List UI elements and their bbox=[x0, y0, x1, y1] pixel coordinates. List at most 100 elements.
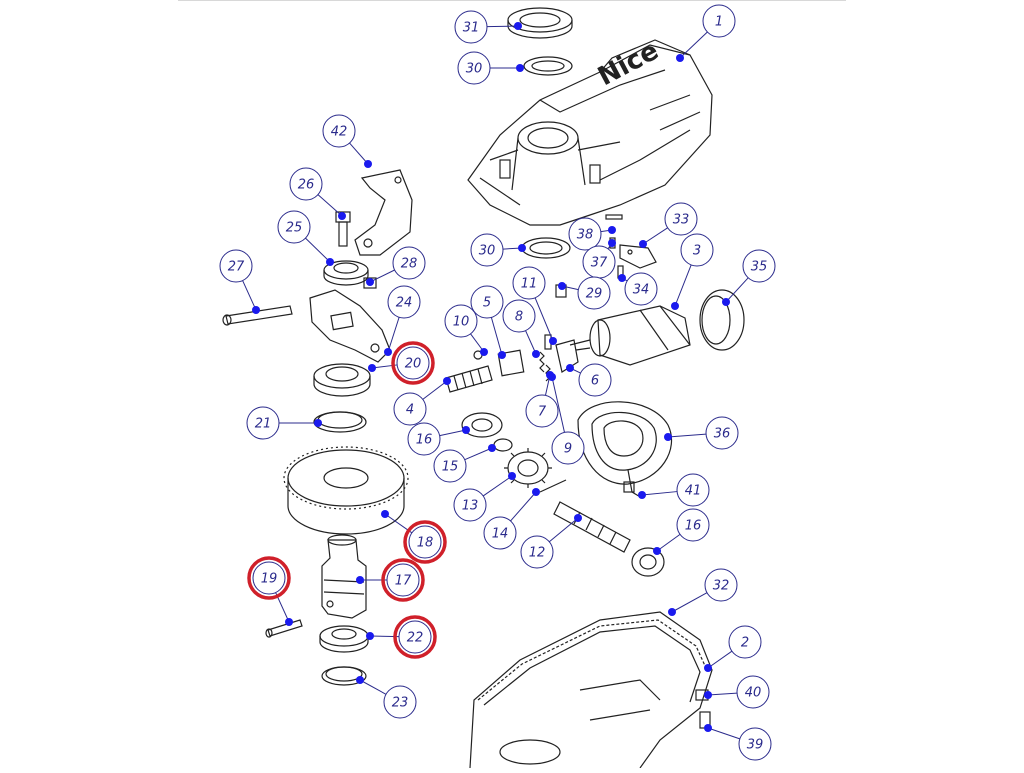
anchor-dot-25 bbox=[326, 258, 334, 266]
anchor-dot-28 bbox=[366, 278, 374, 286]
callout-15: 15 bbox=[433, 449, 467, 483]
callout-number-6: 6 bbox=[591, 374, 599, 389]
anchor-dot-22 bbox=[366, 632, 374, 640]
part-31-seal-ring bbox=[507, 7, 573, 39]
callout-7: 7 bbox=[525, 394, 559, 428]
part-35-ring-cover bbox=[699, 289, 745, 351]
anchor-dot-13 bbox=[508, 472, 516, 480]
callout-23: 23 bbox=[383, 685, 417, 719]
callout-bubble-30 bbox=[457, 51, 491, 85]
leader-line-36 bbox=[667, 433, 707, 438]
callout-bubble-26 bbox=[289, 167, 323, 201]
anchor-dot-33 bbox=[639, 240, 647, 248]
callout-3: 3 bbox=[680, 233, 714, 267]
callout-bubble-28 bbox=[392, 246, 426, 280]
callout-number-9: 9 bbox=[564, 442, 572, 457]
callout-number-32: 32 bbox=[713, 579, 730, 594]
callout-40: 40 bbox=[736, 675, 770, 709]
anchor-dot-32 bbox=[668, 608, 676, 616]
leader-line-41 bbox=[641, 491, 678, 496]
callout-bubble-1 bbox=[702, 4, 736, 38]
callout-bubble-11 bbox=[512, 266, 546, 300]
callout-6: 6 bbox=[578, 363, 612, 397]
part-15-washer bbox=[493, 438, 513, 452]
anchor-dot-27 bbox=[252, 306, 260, 314]
anchor-dot-16 bbox=[653, 547, 661, 555]
part-33-plate bbox=[619, 244, 657, 269]
parts-layer: Nice bbox=[222, 7, 745, 769]
callout-number-17: 17 bbox=[395, 574, 412, 589]
callout-bubble-16 bbox=[407, 422, 441, 456]
leader-line-39 bbox=[707, 727, 741, 740]
callout-number-26: 26 bbox=[298, 178, 315, 193]
callout-bubble-10 bbox=[444, 304, 478, 338]
anchor-dot-11 bbox=[549, 337, 557, 345]
leader-line-33 bbox=[642, 227, 668, 245]
anchor-dot-34 bbox=[618, 274, 626, 282]
anchor-dot-39 bbox=[704, 724, 712, 732]
callout-bubble-33 bbox=[664, 202, 698, 236]
callout-41: 41 bbox=[676, 473, 710, 507]
callout-32: 32 bbox=[704, 568, 738, 602]
callout-number-11: 11 bbox=[521, 277, 538, 292]
callout-bubble-8 bbox=[502, 299, 536, 333]
leader-line-9 bbox=[551, 376, 565, 433]
callout-number-18: 18 bbox=[417, 536, 434, 551]
callout-number-22: 22 bbox=[407, 631, 424, 646]
part-23-ring bbox=[321, 666, 367, 686]
anchor-dot-8 bbox=[532, 350, 540, 358]
callout-bubble-13 bbox=[453, 488, 487, 522]
callout-33: 33 bbox=[664, 202, 698, 236]
callout-bubble-9 bbox=[551, 431, 585, 465]
anchor-dot-26 bbox=[338, 212, 346, 220]
callout-16: 16 bbox=[676, 508, 710, 542]
anchor-dot-40 bbox=[704, 691, 712, 699]
part-4-worm bbox=[445, 365, 493, 393]
callout-bubble-30 bbox=[470, 233, 504, 267]
part-30-ring-upper bbox=[523, 56, 573, 76]
callout-number-37: 37 bbox=[591, 256, 608, 271]
callout-14: 14 bbox=[483, 516, 517, 550]
callout-number-16: 16 bbox=[685, 519, 702, 534]
part-18-large-gear bbox=[283, 446, 409, 535]
callout-bubble-24 bbox=[387, 285, 421, 319]
callout-number-29: 29 bbox=[586, 287, 603, 302]
leader-line-27 bbox=[242, 280, 257, 311]
part-1-housing-cover bbox=[467, 39, 713, 226]
callout-42: 42 bbox=[322, 114, 356, 148]
leader-line-23 bbox=[359, 679, 387, 695]
leader-line-24 bbox=[387, 317, 400, 353]
callout-bubble-27 bbox=[219, 249, 253, 283]
part-2-lower-housing bbox=[469, 611, 713, 769]
callout-bubble-7 bbox=[525, 394, 559, 428]
callout-bubble-35 bbox=[742, 249, 776, 283]
callout-bubble-42 bbox=[322, 114, 356, 148]
top-divider bbox=[178, 0, 846, 1]
callout-bubble-12 bbox=[520, 535, 554, 569]
anchor-dot-5 bbox=[498, 351, 506, 359]
part-32-gasket bbox=[477, 619, 707, 701]
callout-number-34: 34 bbox=[633, 283, 650, 298]
anchor-dot-41 bbox=[638, 491, 646, 499]
callout-bubble-3 bbox=[680, 233, 714, 267]
highlight-ring-18 bbox=[403, 520, 447, 564]
anchor-dot-21 bbox=[314, 419, 322, 427]
part-14-pin bbox=[539, 479, 567, 493]
leader-line-42 bbox=[349, 142, 369, 165]
callout-bubble-18 bbox=[408, 525, 442, 559]
leader-line-28 bbox=[369, 269, 395, 283]
callout-27: 27 bbox=[219, 249, 253, 283]
callout-number-27: 27 bbox=[228, 260, 245, 275]
callout-number-2: 2 bbox=[741, 636, 749, 651]
callout-34: 34 bbox=[624, 272, 658, 306]
part-42-arc-bracket bbox=[354, 169, 413, 256]
callout-11: 11 bbox=[512, 266, 546, 300]
anchor-dot-12 bbox=[574, 514, 582, 522]
callout-16: 16 bbox=[407, 422, 441, 456]
callout-bubble-36 bbox=[705, 416, 739, 450]
callout-bubble-41 bbox=[676, 473, 710, 507]
callout-number-5: 5 bbox=[483, 296, 491, 311]
callout-13: 13 bbox=[453, 488, 487, 522]
callout-number-16: 16 bbox=[416, 433, 433, 448]
